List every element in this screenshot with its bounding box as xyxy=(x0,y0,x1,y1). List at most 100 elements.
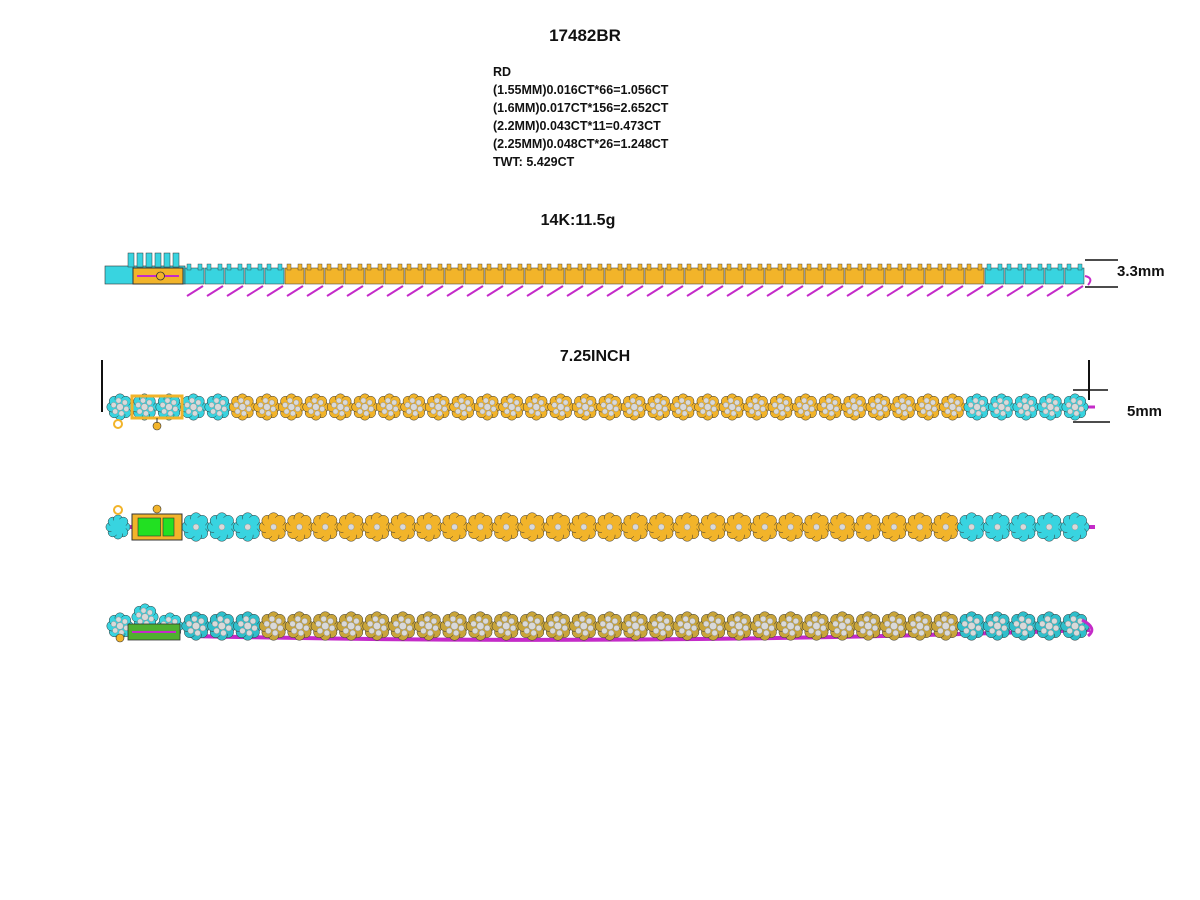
bottom-link xyxy=(439,512,470,542)
clasp-box xyxy=(132,267,184,285)
top-link xyxy=(131,393,158,421)
side-link xyxy=(284,263,305,297)
bottom-hole xyxy=(994,523,1001,531)
bottom-hole xyxy=(606,523,613,531)
bottom-link xyxy=(543,512,573,542)
bottom-link xyxy=(491,512,521,542)
top-link xyxy=(963,393,991,421)
side-link xyxy=(944,263,965,297)
bottom-hole xyxy=(296,523,303,531)
persp-link xyxy=(698,611,728,641)
width-dimension-label: 5mm xyxy=(1127,403,1163,420)
side-hinge xyxy=(686,285,704,297)
spec-line-total-weight: TWT: 5.429CT xyxy=(493,155,575,169)
persp-link xyxy=(517,611,547,641)
bottom-link xyxy=(698,512,728,542)
side-hinge xyxy=(386,285,404,297)
persp-link xyxy=(259,611,289,641)
bottom-hole xyxy=(192,523,200,531)
side-link xyxy=(604,263,625,297)
side-link xyxy=(744,263,765,297)
bottom-hole xyxy=(347,523,355,531)
persp-link xyxy=(336,611,366,641)
side-link xyxy=(824,263,845,297)
side-hinge xyxy=(486,285,504,297)
side-link xyxy=(1044,263,1065,297)
bottom-link xyxy=(181,512,211,542)
top-link xyxy=(914,393,942,421)
side-link xyxy=(424,263,445,297)
top-link xyxy=(326,393,354,421)
side-hinge xyxy=(306,285,324,297)
bottom-hole xyxy=(399,523,407,531)
side-hinge xyxy=(1046,285,1064,297)
persp-link xyxy=(853,611,883,641)
bottom-link xyxy=(517,512,547,542)
top-link xyxy=(816,393,844,421)
persp-link xyxy=(1034,611,1064,641)
bottom-hole xyxy=(373,523,381,531)
side-link xyxy=(984,263,1005,297)
bottom-link xyxy=(595,512,625,542)
persp-link xyxy=(982,611,1012,641)
side-hinge xyxy=(1066,285,1084,297)
side-hinge xyxy=(926,285,944,297)
side-prong xyxy=(136,252,144,268)
side-link xyxy=(344,263,365,297)
bottom-end-link xyxy=(105,514,131,540)
persp-link xyxy=(879,611,909,641)
top-link xyxy=(1061,393,1089,421)
height-dimension-label: 3.3mm xyxy=(1117,263,1165,280)
bottom-link xyxy=(1008,512,1038,542)
persp-link xyxy=(646,611,676,641)
model-number: 17482BR xyxy=(549,26,621,45)
top-link xyxy=(743,393,771,421)
clasp-box xyxy=(131,513,183,541)
top-view xyxy=(106,393,1095,431)
side-hinge xyxy=(266,285,284,297)
side-link xyxy=(464,263,485,297)
persp-link xyxy=(931,611,961,641)
top-clasp-ring xyxy=(113,419,123,429)
side-link xyxy=(1064,263,1085,297)
bottom-view xyxy=(105,504,1095,542)
clasp-insert xyxy=(162,517,175,537)
side-link xyxy=(504,263,525,297)
side-link xyxy=(564,263,585,297)
bottom-hole xyxy=(244,523,251,531)
side-hinge xyxy=(346,285,364,297)
side-hinge xyxy=(446,285,464,297)
side-hinge xyxy=(886,285,904,297)
top-link xyxy=(620,393,648,421)
top-link xyxy=(596,393,624,421)
side-hinge xyxy=(326,285,344,297)
clasp-insert xyxy=(137,517,161,537)
top-link xyxy=(1012,393,1040,421)
bottom-hole xyxy=(839,523,846,531)
side-hinge xyxy=(746,285,764,297)
side-prong xyxy=(154,252,162,268)
bottom-hole xyxy=(735,523,743,531)
bottom-hole xyxy=(658,523,665,531)
bottom-link xyxy=(233,512,263,542)
persp-link xyxy=(724,611,754,641)
top-link xyxy=(400,393,428,421)
side-hinge xyxy=(786,285,804,297)
top-link xyxy=(302,393,330,421)
persp-link xyxy=(1060,611,1090,641)
side-prong xyxy=(163,252,171,268)
side-hinge xyxy=(286,285,304,297)
top-link xyxy=(424,393,452,421)
bottom-link xyxy=(905,512,935,542)
side-hinge xyxy=(506,285,524,297)
persp-link xyxy=(672,611,702,641)
top-link xyxy=(277,393,305,421)
persp-link xyxy=(414,611,444,641)
top-link xyxy=(1037,393,1064,421)
bottom-link xyxy=(1034,512,1064,542)
persp-clasp-ring xyxy=(115,633,125,643)
side-link xyxy=(644,263,665,297)
persp-link xyxy=(620,611,651,641)
bottom-hole xyxy=(425,523,432,531)
side-link xyxy=(924,263,945,297)
